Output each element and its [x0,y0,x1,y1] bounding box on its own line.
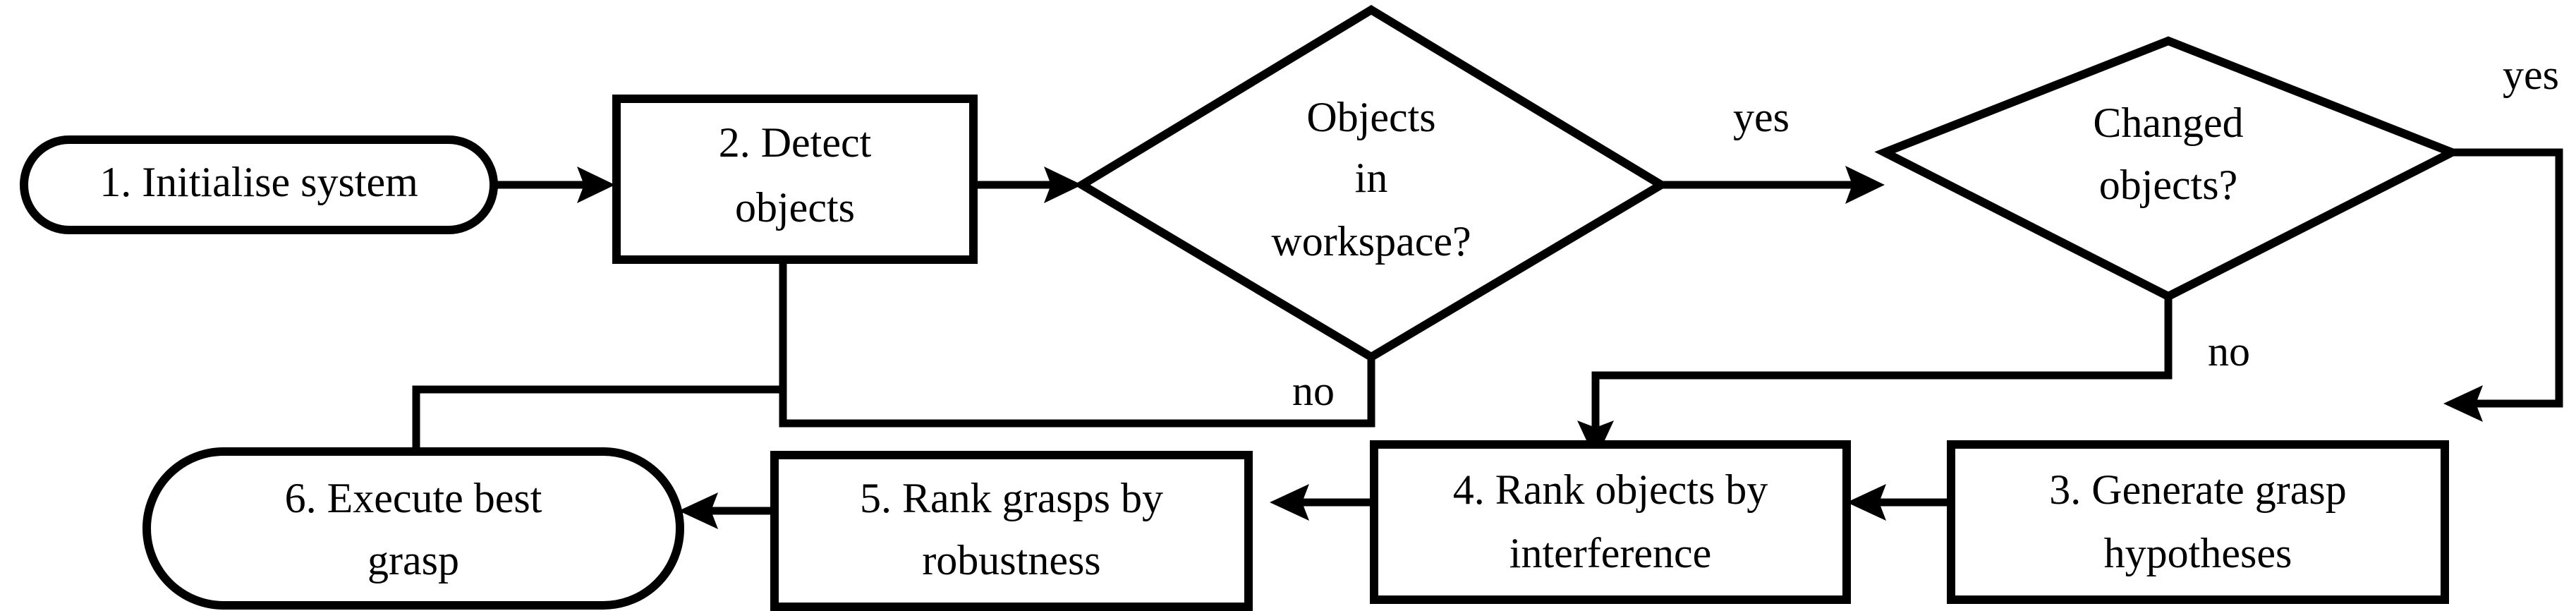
node-label-objects-question-line3: workspace? [1271,218,1471,265]
node-label-generate-line1: 3. Generate grasp [2049,466,2346,513]
node-shape-diamond [1074,4,1670,362]
edges-group: yes no yes no [412,52,2563,529]
node-objects-in-workspace-question[interactable]: Objects in workspace? [1074,4,1670,362]
edge-execute-to-detect-feedback [412,385,783,452]
node-label-detect-objects-line1: 2. Detect [719,119,872,166]
node-execute-best-grasp[interactable]: 6. Execute best grasp [142,447,684,610]
edge-line [779,211,1375,428]
node-shape-stadium [20,135,498,234]
node-label-changed-question-line2: objects? [2099,162,2238,208]
node-rank-objects-by-interference[interactable]: 4. Rank objects by interference [1370,440,1851,604]
node-initialise-system[interactable]: 1. Initialise system [20,135,498,234]
edge-label-yes-changed: yes [2503,52,2559,98]
node-detect-objects[interactable]: 2. Detect objects [612,95,978,264]
node-label-execute-line2: grasp [367,537,459,583]
edge-generate-to-rank-objects [1847,484,1951,521]
node-shape-rect [1370,440,1851,604]
node-label-rank-objects-line2: interference [1509,530,1711,576]
node-rank-grasps-by-robustness[interactable]: 5. Rank grasps by robustness [770,451,1253,611]
edge-detect-to-objects-question [973,167,1082,203]
arrow-head-icon [1847,484,1886,521]
node-label-objects-question-line1: Objects [1306,94,1435,140]
edge-objects-question-yes-to-changed-question: yes [1661,94,1885,204]
node-label-initialise-system: 1. Initialise system [99,159,418,205]
node-label-rank-grasps-line1: 5. Rank grasps by [860,475,1163,521]
node-generate-grasp-hypotheses[interactable]: 3. Generate grasp hypotheses [1947,440,2449,604]
node-label-generate-line2: hypotheses [2104,530,2292,576]
arrow-head-icon [577,167,615,203]
node-shape-rect [1947,440,2449,604]
arrow-head-icon [2443,385,2483,422]
nodes-group: 1. Initialise system 2. Detect objects O… [20,4,2462,611]
edge-label-no-changed: no [2208,328,2250,375]
edge-line [2452,148,2563,408]
edge-line [1591,296,2173,433]
edge-rank-objects-to-rank-grasps [1270,484,1374,521]
node-label-execute-line1: 6. Execute best [285,475,542,521]
node-shape-rect [612,95,978,264]
edge-rank-grasps-to-execute [679,492,774,529]
edge-changed-question-yes-to-generate: yes [2443,52,2563,422]
arrow-head-icon [1270,484,1309,521]
arrow-head-icon [1845,166,1885,204]
node-shape-stadium [142,447,684,610]
node-shape-diamond [1874,36,2462,301]
arrow-head-icon [679,492,718,529]
node-label-objects-question-line2: in [1355,155,1388,201]
node-label-changed-question-line1: Changed [2093,99,2243,146]
edge-label-yes-objects: yes [1733,94,1790,140]
edge-line [412,385,783,452]
edge-changed-question-no-to-rank-objects: no [1577,296,2250,460]
node-changed-objects-question[interactable]: Changed objects? [1874,36,2462,301]
node-shape-rect [770,451,1253,611]
edge-label-no-objects: no [1292,368,1335,414]
arrow-head-icon [1044,167,1082,203]
node-label-detect-objects-line2: objects [735,184,855,231]
node-label-rank-objects-line1: 4. Rank objects by [1453,466,1768,513]
node-label-rank-grasps-line2: robustness [922,537,1100,583]
edge-init-to-detect [494,167,615,203]
